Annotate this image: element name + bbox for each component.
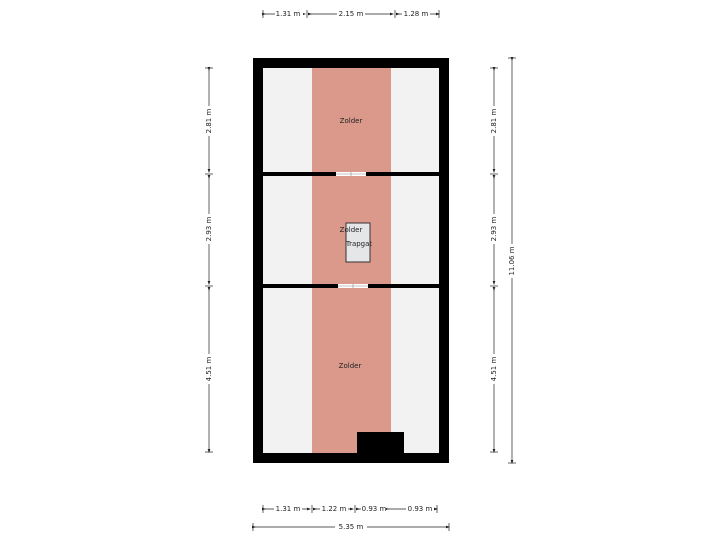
door-upper xyxy=(336,172,366,176)
room-label-bottom: Zolder xyxy=(339,362,362,370)
door-lower xyxy=(338,284,368,288)
dim-left-3: 4.51 m xyxy=(205,357,213,382)
dim-total-height: 11.06 m xyxy=(508,246,516,275)
dim-bottom-3: 0.93 m xyxy=(362,505,387,513)
dim-bottom-1: 1.31 m xyxy=(276,505,301,513)
room-label-top: Zolder xyxy=(340,117,363,125)
dim-total-width: 5.35 m xyxy=(339,523,364,531)
room-label-middle: Zolder xyxy=(340,226,363,234)
dim-bottom-2: 1.22 m xyxy=(322,505,347,513)
dim-left-1: 2.81 m xyxy=(205,109,213,134)
chimney-block xyxy=(357,432,404,454)
dim-right-2: 2.93 m xyxy=(490,217,498,242)
dim-top-3: 1.28 m xyxy=(404,10,429,18)
dim-bottom-4: 0.93 m xyxy=(408,505,433,513)
dim-top-2: 2.15 m xyxy=(339,10,364,18)
dim-top-1: 1.31 m xyxy=(276,10,301,18)
stairwell xyxy=(345,222,371,263)
dim-left-2: 2.93 m xyxy=(205,217,213,242)
stairwell-label: Trapgat xyxy=(345,240,373,248)
dim-right-3: 4.51 m xyxy=(490,357,498,382)
dim-right-1: 2.81 m xyxy=(490,109,498,134)
